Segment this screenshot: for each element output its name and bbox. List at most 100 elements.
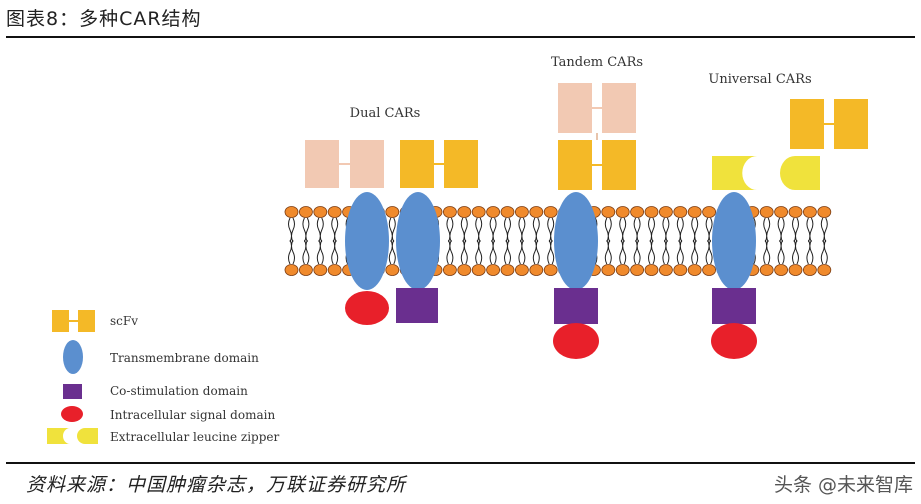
lipid-head bbox=[500, 264, 515, 276]
lipid-head bbox=[442, 206, 457, 218]
lipid-head bbox=[644, 264, 659, 276]
lipid-tail bbox=[604, 217, 612, 265]
scfv-chain bbox=[400, 140, 434, 188]
lipid-head bbox=[630, 264, 644, 276]
transmembrane-domain bbox=[712, 192, 756, 290]
lipid-head bbox=[615, 206, 630, 218]
lipid-head bbox=[486, 264, 501, 276]
lipid-head bbox=[457, 206, 472, 218]
scfv-light-chain bbox=[350, 140, 384, 188]
lipid-tail bbox=[532, 217, 540, 265]
legend-label: Transmembrane domain bbox=[110, 351, 259, 365]
lipid-head bbox=[284, 206, 299, 218]
lipid-tail bbox=[504, 217, 511, 265]
intracellular-signal-domain bbox=[553, 323, 599, 359]
legend-label: Co-stimulation domain bbox=[110, 384, 248, 398]
label-tandem-cars: Tandem CARs bbox=[551, 55, 643, 70]
lipid-tail bbox=[288, 217, 295, 265]
lipid-head bbox=[759, 206, 774, 218]
dual-car-2 bbox=[396, 140, 478, 323]
lipid-head bbox=[630, 206, 644, 218]
lipid-tail bbox=[388, 217, 396, 265]
lipid-tail bbox=[820, 217, 828, 265]
lipid-head bbox=[529, 264, 544, 276]
leucine-zipper-receptor bbox=[712, 156, 757, 190]
leucine-zipper-adaptor bbox=[780, 156, 820, 190]
watermark-text: 头条 @未来智库 bbox=[773, 474, 913, 496]
lipid-head bbox=[543, 206, 558, 218]
legend-signal-swatch bbox=[61, 406, 83, 422]
co-stimulation-domain bbox=[396, 288, 438, 323]
lipid-tail bbox=[691, 217, 699, 265]
legend-costim-swatch bbox=[63, 384, 82, 399]
lipid-tail bbox=[648, 217, 655, 265]
scfv-chain bbox=[558, 140, 592, 190]
lipid-tail bbox=[316, 217, 324, 265]
scfv-light-chain bbox=[558, 83, 592, 133]
lipid-head bbox=[687, 264, 702, 276]
lipid-head bbox=[471, 264, 486, 276]
lipid-head bbox=[442, 264, 457, 276]
lipid-tail bbox=[705, 217, 713, 265]
lipid-tail bbox=[619, 217, 627, 265]
label-dual-cars: Dual CARs bbox=[350, 106, 421, 121]
legend-item-transmembrane: Transmembrane domain bbox=[63, 340, 259, 374]
lipid-head bbox=[817, 206, 832, 218]
scfv-chain bbox=[444, 140, 478, 188]
lipid-head bbox=[529, 206, 544, 218]
lipid-tail bbox=[676, 217, 684, 265]
co-stimulation-domain bbox=[554, 288, 598, 324]
transmembrane-domain bbox=[345, 192, 389, 290]
lipid-head bbox=[500, 206, 515, 218]
lipid-head bbox=[471, 206, 486, 218]
transmembrane-domain bbox=[396, 192, 440, 290]
lipid-tail bbox=[792, 217, 799, 265]
legend: scFv Transmembrane domain Co-stimulation… bbox=[47, 310, 280, 444]
lipid-head bbox=[673, 264, 688, 276]
universal-car bbox=[711, 99, 868, 359]
tandem-car bbox=[553, 83, 636, 359]
lipid-tail bbox=[489, 217, 497, 265]
scfv-light-chain bbox=[602, 83, 636, 133]
source-note: 资料来源：中国肿瘤杂志，万联证券研究所 bbox=[26, 474, 407, 496]
legend-item-costim: Co-stimulation domain bbox=[63, 384, 248, 399]
lipid-head bbox=[515, 206, 529, 218]
lipid-head bbox=[457, 264, 472, 276]
lipid-head bbox=[284, 264, 299, 276]
lipid-head bbox=[515, 264, 529, 276]
lipid-head bbox=[659, 264, 673, 276]
figure-title: 图表8：多种CAR结构 bbox=[6, 8, 202, 30]
legend-label: scFv bbox=[110, 314, 138, 328]
lipid-head bbox=[774, 206, 788, 218]
adaptor-scfv-chain bbox=[834, 99, 868, 149]
lipid-head bbox=[659, 206, 673, 218]
lipid-tail bbox=[763, 217, 771, 265]
co-stimulation-domain bbox=[712, 288, 756, 324]
lipid-head bbox=[327, 264, 342, 276]
lipid-tail bbox=[547, 217, 555, 265]
lipid-head bbox=[298, 206, 313, 218]
dual-car-1 bbox=[305, 140, 389, 325]
lipid-tail bbox=[302, 217, 310, 265]
intracellular-signal-domain bbox=[345, 291, 389, 325]
lipid-head bbox=[327, 206, 342, 218]
lipid-tail bbox=[446, 217, 454, 265]
legend-item-scfv: scFv bbox=[52, 310, 138, 332]
lipid-head bbox=[803, 206, 817, 218]
lipid-head bbox=[702, 264, 716, 276]
lipid-head bbox=[298, 264, 313, 276]
lipid-head bbox=[385, 264, 400, 276]
legend-item-signal: Intracellular signal domain bbox=[61, 406, 275, 422]
legend-zipper-swatch bbox=[47, 428, 70, 444]
lipid-head bbox=[313, 206, 328, 218]
lipid-head bbox=[615, 264, 630, 276]
top-rule bbox=[6, 36, 915, 38]
transmembrane-domain bbox=[554, 192, 598, 290]
legend-scfv-swatch bbox=[52, 310, 69, 332]
lipid-tail bbox=[518, 217, 526, 265]
lipid-head bbox=[702, 206, 716, 218]
legend-item-zipper: Extracellular leucine zipper bbox=[47, 428, 280, 444]
lipid-tail bbox=[331, 217, 339, 265]
lipid-head bbox=[788, 206, 803, 218]
